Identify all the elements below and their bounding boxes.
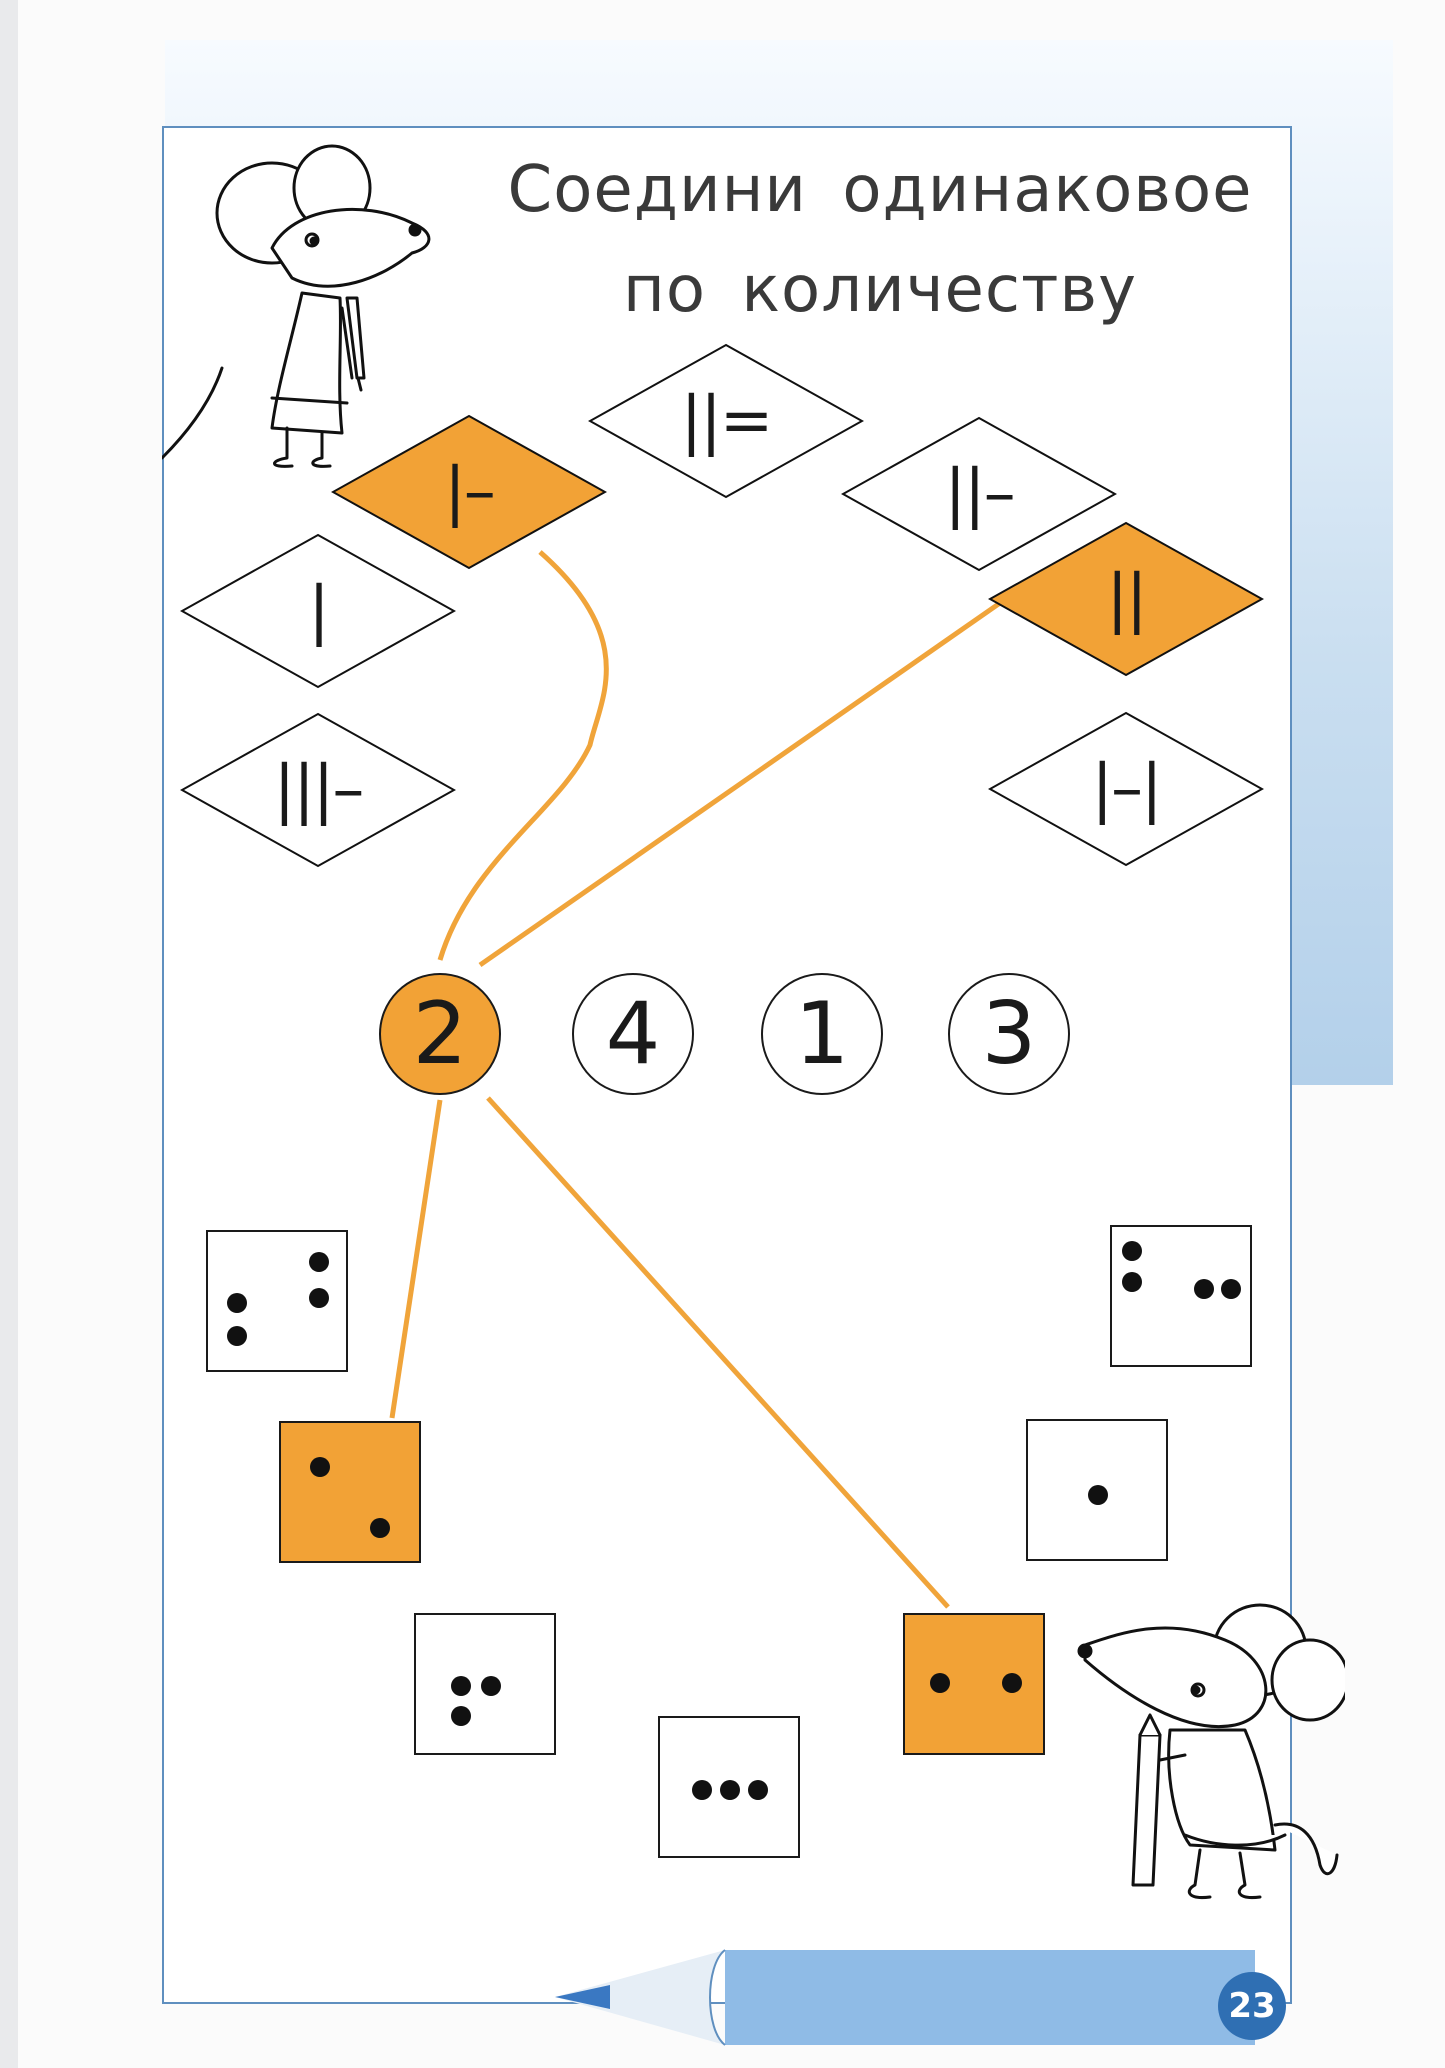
mouse-with-pencil-icon: [162, 144, 431, 468]
dot-card[interactable]: [1026, 1419, 1168, 1561]
dot: [692, 1780, 712, 1800]
number-circle[interactable]: 1: [761, 973, 883, 1095]
page-edge: [0, 0, 18, 2068]
dot: [227, 1326, 247, 1346]
pencil-tip: [555, 1985, 610, 2009]
line-diamond-to-2: [437, 550, 609, 961]
diamond-shape: [331, 414, 607, 570]
diamond-symbol: |: [308, 574, 330, 648]
dot: [1194, 1279, 1214, 1299]
number-circle[interactable]: 2: [379, 973, 501, 1095]
diamond-card[interactable]: |||–: [180, 712, 456, 868]
dot: [481, 1676, 501, 1696]
dot: [227, 1293, 247, 1313]
diamond-card[interactable]: |–|: [988, 711, 1264, 867]
diamond-shape: [988, 711, 1264, 867]
page-number-badge: 23: [1218, 1972, 1286, 2040]
task-title-line1: Соедини одинаковое: [507, 153, 1253, 227]
diamond-symbol: |–: [444, 455, 496, 529]
dot-card[interactable]: [658, 1716, 800, 1858]
diamond-card[interactable]: |–: [331, 414, 607, 570]
diamond-shape: [988, 521, 1264, 677]
dot-card[interactable]: [414, 1613, 556, 1755]
diamond-shape: [180, 712, 456, 868]
diamond-symbol: ||: [1106, 562, 1147, 636]
diamond-symbol: ||–: [944, 457, 1015, 531]
line-2-to-card-right: [486, 1096, 950, 1609]
dot: [1002, 1673, 1022, 1693]
dot-card[interactable]: [206, 1230, 348, 1372]
dot: [748, 1780, 768, 1800]
dot: [451, 1706, 471, 1726]
dot: [309, 1288, 329, 1308]
pencil-wood: [555, 1950, 725, 2045]
dot-card[interactable]: [903, 1613, 1045, 1755]
diamond-symbol: |–|: [1091, 752, 1162, 826]
diamond-symbol: |||–: [273, 753, 365, 827]
diamond-shape: [180, 533, 456, 689]
dot: [1122, 1241, 1142, 1261]
diamond-card[interactable]: ||–: [841, 416, 1117, 572]
diamond-card[interactable]: ||=: [588, 343, 864, 499]
pencil-edge: [709, 1949, 726, 2046]
dot: [1088, 1485, 1108, 1505]
pencil-body: [725, 1950, 1255, 2045]
dot: [370, 1518, 390, 1538]
diamond-symbol: ||=: [680, 384, 774, 458]
dot: [1221, 1279, 1241, 1299]
line-diamond-2-to-2: [478, 600, 1002, 968]
dot: [1122, 1272, 1142, 1292]
number-circle[interactable]: 3: [948, 973, 1070, 1095]
diamond-card[interactable]: ||: [988, 521, 1264, 677]
diamond-shape: [841, 416, 1117, 572]
dot: [451, 1676, 471, 1696]
dot-card[interactable]: [1110, 1225, 1252, 1367]
number-circle[interactable]: 4: [572, 973, 694, 1095]
dot: [720, 1780, 740, 1800]
dot: [309, 1252, 329, 1272]
task-title-line2: по количеству: [623, 253, 1137, 327]
diamond-card[interactable]: |: [180, 533, 456, 689]
dot: [310, 1457, 330, 1477]
line-2-to-card-left: [389, 1099, 443, 1419]
task-title: Соедини одинаковое по количеству: [480, 140, 1280, 340]
mouse-with-pencil-icon: [1077, 1603, 1345, 1900]
dot: [930, 1673, 950, 1693]
dot-card[interactable]: [279, 1421, 421, 1563]
diamond-shape: [588, 343, 864, 499]
pencil-icon: [555, 1949, 1255, 2046]
